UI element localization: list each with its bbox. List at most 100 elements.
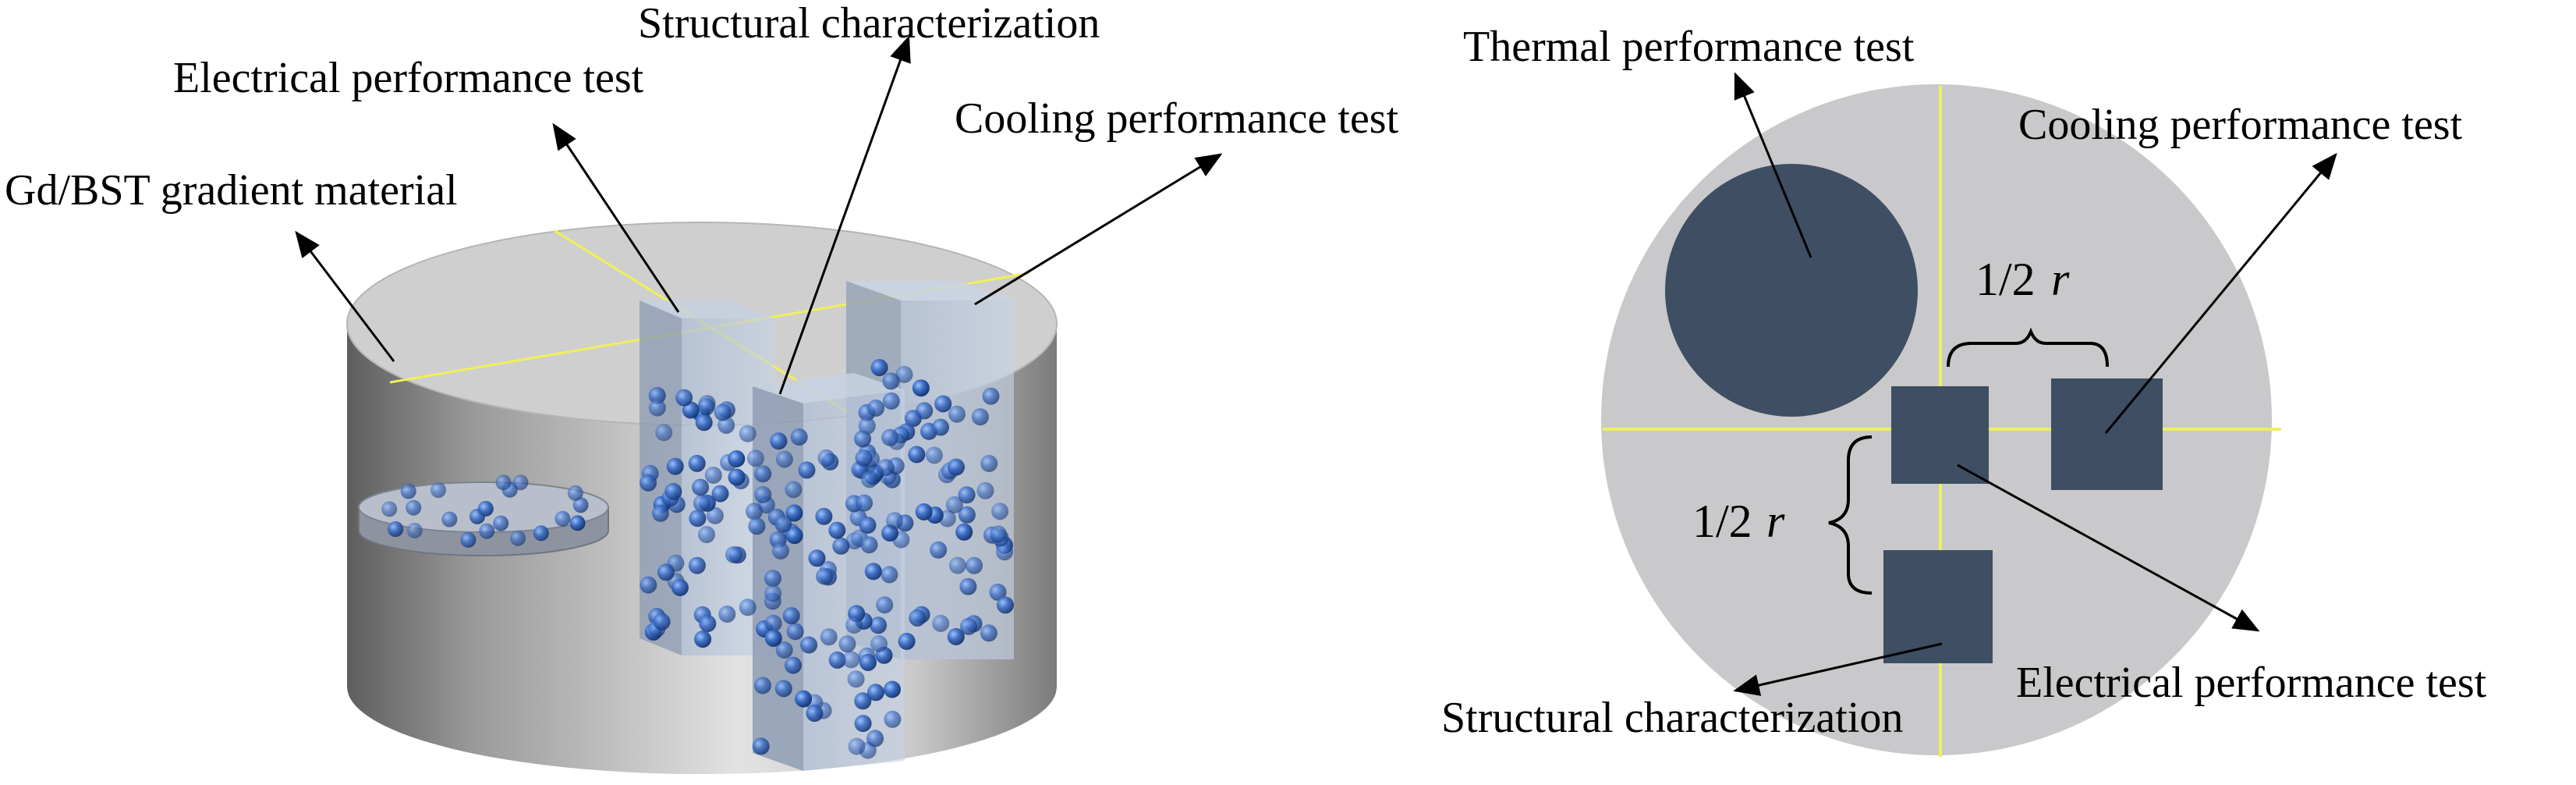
dimension-horizontal-symbol: r	[2051, 254, 2070, 305]
label-electrical-left: Electrical performance test	[173, 54, 644, 102]
particle	[989, 583, 1007, 601]
particle	[960, 617, 977, 635]
particle	[655, 424, 673, 442]
particle	[828, 521, 846, 539]
particle	[958, 506, 976, 524]
particle	[728, 468, 746, 486]
particle	[800, 636, 818, 654]
particle	[976, 481, 994, 499]
arrow-cooling-left	[974, 153, 1223, 306]
arrow-structural-left	[778, 35, 911, 395]
particle	[832, 537, 850, 555]
particle	[699, 615, 717, 633]
particle	[510, 530, 526, 546]
cylinder-3d-view: Structural characterization Electrical p…	[5, 0, 1399, 774]
arrow-cooling-right	[2104, 152, 2337, 434]
particle	[533, 525, 549, 542]
particle	[785, 527, 803, 545]
particle	[980, 455, 998, 472]
particle	[698, 526, 715, 544]
particle	[718, 606, 736, 623]
brace-vertical	[1828, 435, 1873, 595]
particle	[790, 428, 808, 446]
particle	[958, 486, 976, 504]
particle	[754, 465, 772, 483]
particle	[971, 408, 989, 426]
particle	[640, 576, 657, 594]
arrow-electrical-right	[1957, 464, 2260, 632]
particle	[694, 630, 712, 648]
particle	[909, 609, 927, 627]
particle	[460, 531, 477, 548]
particle	[955, 523, 973, 541]
particle	[671, 579, 689, 596]
particle	[739, 599, 757, 616]
particle	[772, 542, 789, 559]
brace-horizontal	[1947, 327, 2109, 368]
particle	[876, 596, 894, 614]
particle	[555, 510, 571, 527]
particle	[798, 461, 816, 479]
particle	[816, 567, 834, 585]
label-material-left: Gd/BST gradient material	[5, 166, 458, 215]
particle	[848, 737, 866, 755]
particle	[855, 449, 873, 467]
particle	[704, 467, 722, 484]
particle	[925, 446, 943, 464]
particle	[764, 614, 782, 632]
particle	[930, 541, 948, 559]
particle	[915, 503, 933, 520]
particle	[996, 543, 1014, 561]
particle	[688, 454, 706, 472]
particle	[997, 596, 1014, 614]
particle	[479, 523, 495, 539]
particle	[982, 387, 1000, 405]
particle	[916, 402, 934, 420]
particle	[572, 497, 589, 513]
particle	[692, 478, 710, 496]
particle	[785, 504, 803, 522]
particle	[861, 471, 878, 488]
particle	[711, 485, 729, 503]
particle	[881, 428, 899, 446]
particle	[945, 496, 963, 513]
particle	[867, 400, 885, 417]
particle	[912, 379, 930, 397]
particle	[774, 515, 792, 533]
particle	[752, 737, 770, 755]
label-structural-left: Structural characterization	[638, 0, 1100, 48]
particle	[884, 710, 902, 728]
thermal-sample	[1665, 164, 1918, 417]
arrow-electrical-left	[552, 123, 680, 313]
particle	[697, 398, 715, 416]
particle	[664, 482, 682, 500]
particle	[959, 577, 977, 595]
particle	[948, 458, 965, 476]
particle	[381, 501, 398, 517]
label-cooling-right: Cooling performance test	[2018, 101, 2463, 149]
particle	[406, 499, 422, 516]
particle	[648, 399, 666, 417]
particle	[948, 405, 966, 423]
particle	[877, 459, 895, 477]
particle	[651, 504, 669, 522]
particle	[866, 684, 884, 702]
label-cooling-left: Cooling performance test	[955, 94, 1399, 143]
particle	[388, 521, 404, 537]
particle	[884, 680, 901, 698]
particle	[689, 510, 707, 527]
particle	[785, 656, 802, 674]
particle	[775, 641, 793, 659]
particle	[817, 449, 835, 467]
particle	[870, 616, 888, 634]
particle	[845, 616, 863, 634]
particle	[774, 680, 792, 698]
particle	[856, 494, 873, 512]
particle	[854, 692, 872, 710]
particle	[948, 556, 966, 574]
particle	[980, 624, 997, 642]
particle	[858, 417, 876, 435]
particle	[567, 485, 583, 501]
particle	[728, 450, 746, 467]
